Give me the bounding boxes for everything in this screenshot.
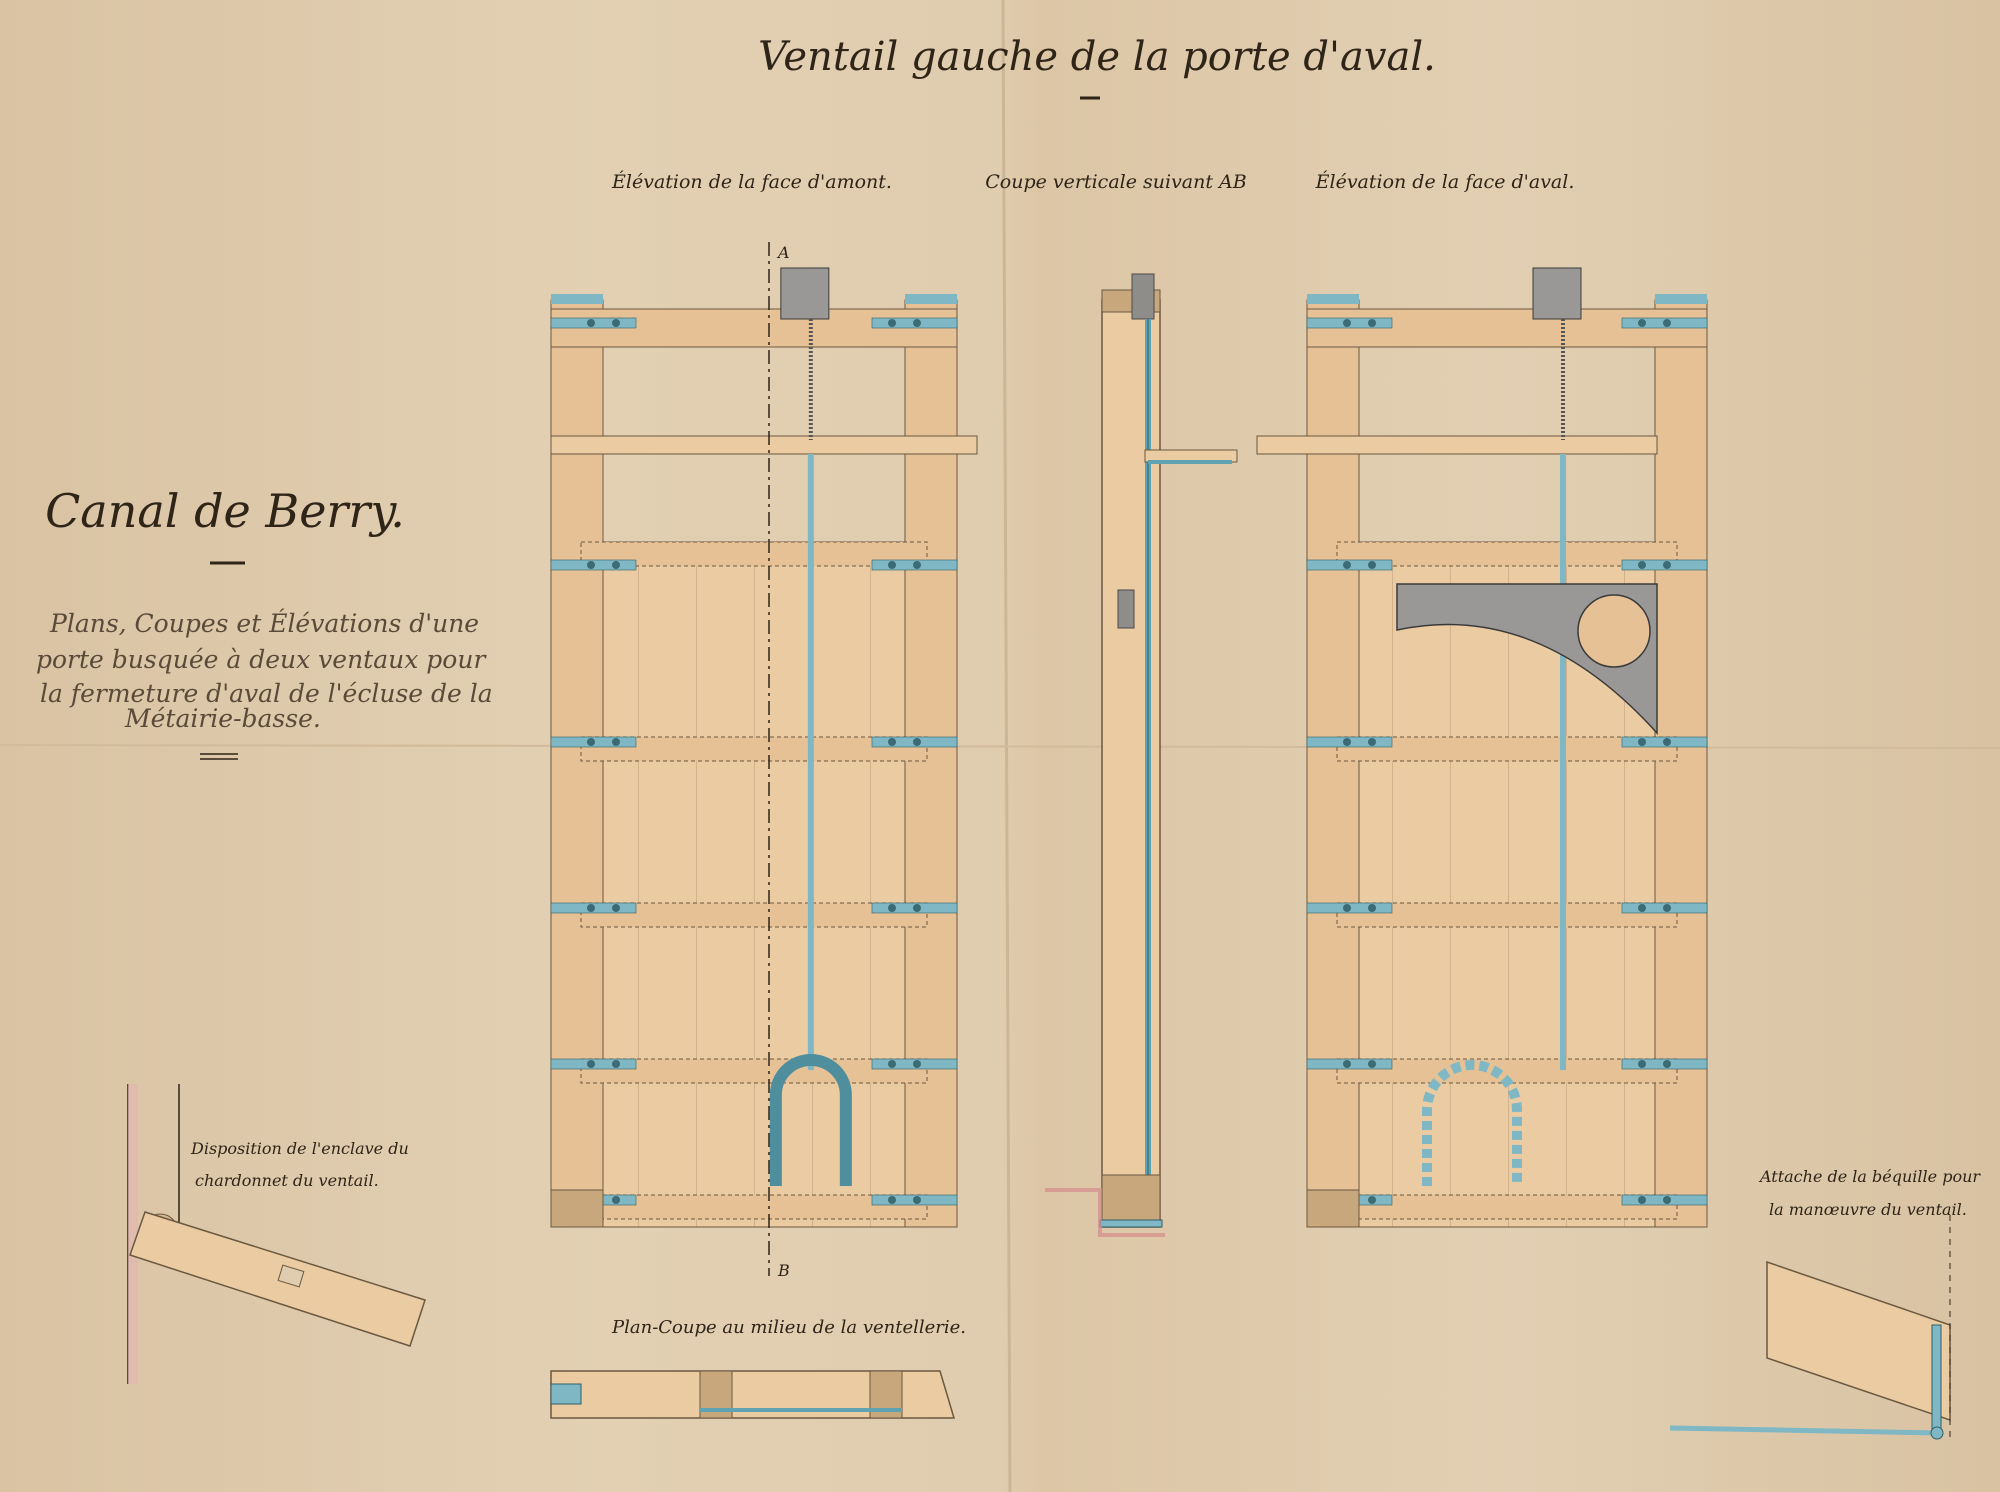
- bolt: [612, 904, 620, 912]
- bolt: [888, 904, 896, 912]
- bolt: [612, 1196, 620, 1204]
- cartouche-line-4: Métairie-basse.: [124, 704, 321, 733]
- vertical-section-drawing: [1045, 273, 1238, 1237]
- bolt: [612, 1060, 620, 1068]
- bolt: [888, 1060, 896, 1068]
- bolt: [888, 319, 896, 327]
- bolt: [913, 738, 921, 746]
- bolt: [1343, 738, 1351, 746]
- gate-planking: [600, 541, 908, 1228]
- bolt: [587, 1060, 595, 1068]
- upstream-elevation-drawing: [550, 267, 978, 1228]
- heel-foot: [550, 1189, 604, 1228]
- section-mark-a: A: [776, 243, 790, 262]
- post-cap: [1655, 294, 1707, 304]
- walkway-beam: [550, 435, 978, 455]
- bolt: [1638, 1196, 1646, 1204]
- bolt: [587, 319, 595, 327]
- bolt: [587, 738, 595, 746]
- bolt: [888, 738, 896, 746]
- sluice-gear-box: [780, 267, 830, 320]
- sluice-gear-box: [1532, 267, 1582, 320]
- cross-rail: [1336, 1194, 1678, 1220]
- bolt: [1663, 904, 1671, 912]
- plan-section-drawing: [550, 1370, 956, 1419]
- post-cap: [905, 294, 957, 304]
- bolt: [1343, 561, 1351, 569]
- walkway-beam: [1256, 435, 1658, 455]
- bolt: [1368, 561, 1376, 569]
- cross-rail: [580, 1058, 928, 1084]
- bolt: [1663, 1196, 1671, 1204]
- bolt: [612, 738, 620, 746]
- label-downstream-elevation: Élévation de la face d'aval.: [1315, 170, 1575, 193]
- bolt: [1663, 738, 1671, 746]
- enclave-detail-drawing: [127, 1084, 426, 1384]
- cross-rail: [580, 541, 928, 567]
- cartouche-line-2: porte busquée à deux ventaux pour: [36, 645, 487, 674]
- label-enclave-detail-2: chardonnet du ventail.: [195, 1171, 379, 1190]
- bracket-opening: [1577, 594, 1651, 668]
- bolt: [1638, 1060, 1646, 1068]
- bolt: [913, 904, 921, 912]
- post-cap: [551, 294, 603, 304]
- bolt: [1368, 1060, 1376, 1068]
- sluice-arch: [1422, 1060, 1522, 1186]
- bolt: [612, 319, 620, 327]
- bolt: [587, 904, 595, 912]
- cross-rail: [580, 736, 928, 762]
- bolt: [913, 319, 921, 327]
- cross-rail: [1336, 541, 1678, 567]
- bolt: [1638, 904, 1646, 912]
- post-cap: [1307, 294, 1359, 304]
- label-upstream-elevation: Élévation de la face d'amont.: [611, 170, 892, 193]
- cartouche-line-1: Plans, Coupes et Élévations d'une: [49, 609, 479, 638]
- bolt: [913, 561, 921, 569]
- cartouche-heading: Canal de Berry.: [45, 484, 405, 538]
- bolt: [1663, 319, 1671, 327]
- label-plan-section: Plan-Coupe au milieu de la ventellerie.: [611, 1317, 966, 1338]
- bolt: [1343, 1060, 1351, 1068]
- bequille-detail-drawing: [1669, 1215, 1951, 1440]
- section-mark-b: B: [777, 1261, 790, 1280]
- label-vertical-section: Coupe verticale suivant AB: [985, 171, 1247, 193]
- bolt: [1663, 561, 1671, 569]
- bolt: [1663, 1060, 1671, 1068]
- cartouche-line-3: la fermeture d'aval de l'écluse de la: [40, 679, 493, 708]
- bolt: [913, 1196, 921, 1204]
- bolt: [1343, 319, 1351, 327]
- bolt: [1638, 319, 1646, 327]
- label-bequille-detail-2: la manœuvre du ventail.: [1769, 1200, 1967, 1219]
- downstream-elevation-drawing: [1256, 267, 1708, 1228]
- heel-foot: [1306, 1189, 1360, 1228]
- cross-rail: [1336, 902, 1678, 928]
- bolt: [888, 1196, 896, 1204]
- drawing-title: Ventail gauche de la porte d'aval.: [758, 34, 1436, 80]
- bolt: [1343, 904, 1351, 912]
- bolt: [1368, 904, 1376, 912]
- cross-rail: [1336, 736, 1678, 762]
- bolt: [1368, 319, 1376, 327]
- bolt: [913, 1060, 921, 1068]
- bolt: [612, 561, 620, 569]
- bolt: [1638, 738, 1646, 746]
- label-bequille-detail-1: Attache de la béquille pour: [1758, 1167, 1981, 1186]
- sluice-arch: [769, 1054, 852, 1186]
- bolt: [1638, 561, 1646, 569]
- bolt: [1368, 738, 1376, 746]
- label-enclave-detail-1: Disposition de l'enclave du: [190, 1139, 409, 1158]
- bolt: [888, 561, 896, 569]
- mitre-post: [1654, 299, 1708, 1228]
- bolt: [587, 561, 595, 569]
- cross-rail: [580, 902, 928, 928]
- bolt: [1368, 1196, 1376, 1204]
